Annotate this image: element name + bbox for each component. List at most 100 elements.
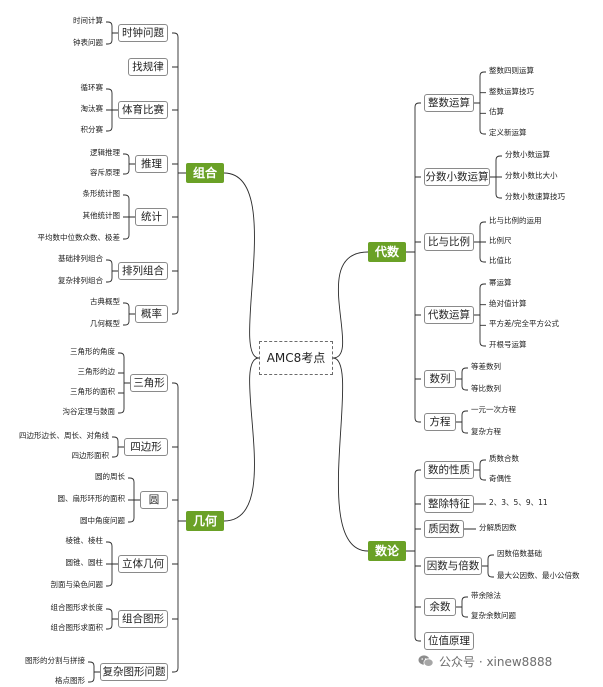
- zuhe-to-center: [223, 172, 260, 359]
- jihe-to-center: [223, 357, 260, 522]
- zuhe-leaf: 平均数中位数众数、极差: [37, 233, 121, 242]
- jihe-leaf: 圆中角度问题: [80, 516, 125, 525]
- jihe-sub-5-leaf-connector: [88, 661, 100, 683]
- daishu-sub-2[interactable]: 比与比例: [424, 233, 474, 251]
- jihe-leaf: 格点图形: [55, 676, 85, 685]
- daishu-leaf: 整数运算技巧: [489, 86, 534, 96]
- watermark-text: 公众号 · xinew8888: [439, 654, 553, 669]
- shulun-leaf: 2、3、5、9、11: [489, 498, 548, 507]
- jihe-sub-0[interactable]: 三角形: [130, 374, 168, 392]
- shulun-to-center: [332, 357, 369, 552]
- daishu-sub-4-leaf-connector: [456, 367, 468, 391]
- jihe-sub-connector: [172, 382, 186, 673]
- daishu-leaf: 分数小数运算: [505, 150, 550, 159]
- zuhe-sub-1[interactable]: 找规律: [128, 58, 168, 76]
- shulun-sub-5[interactable]: 位值原理: [424, 632, 474, 650]
- jihe-leaf: 组合图形求面积: [50, 623, 104, 632]
- daishu-leaf: 分数小数速算技巧: [505, 192, 565, 201]
- shulun-sub-2[interactable]: 质因数: [424, 520, 464, 538]
- daishu-sub-1[interactable]: 分数小数运算: [424, 168, 490, 186]
- jihe-leaf: 棱锥、棱柱: [65, 536, 104, 545]
- daishu-leaf: 比值比: [489, 256, 512, 265]
- zuhe-sub-4[interactable]: 统计: [135, 208, 168, 226]
- jihe-leaf: 圆的周长: [95, 472, 125, 481]
- daishu-sub-3-leaf-connector: [474, 283, 486, 347]
- shulun-sub-0-leaf-connector: [474, 459, 486, 481]
- daishu-leaf: 估算: [489, 107, 504, 117]
- zuhe-sub-3[interactable]: 推理: [135, 155, 168, 173]
- daishu-leaf: 整数四则运算: [489, 66, 534, 75]
- jihe-leaf: 圆、扇形环形的面积: [57, 494, 126, 503]
- daishu-leaf: 分数小数比大小: [505, 171, 558, 180]
- zuhe-leaf: 复杂排列组合: [58, 276, 103, 285]
- shulun-sub-3[interactable]: 因数与倍数: [424, 557, 482, 575]
- zuhe-node[interactable]: 组合: [186, 163, 224, 183]
- zuhe-sub-6-leaf-connector: [123, 302, 135, 326]
- jihe-sub-1-leaf-connector: [112, 436, 124, 458]
- shulun-leaf: 因数倍数基础: [497, 549, 542, 558]
- jihe-node[interactable]: 几何: [186, 511, 224, 531]
- jihe-sub-3-leaf-connector: [106, 541, 118, 587]
- jihe-leaf: 三角形的角度: [70, 347, 115, 356]
- daishu-sub-3[interactable]: 代数运算: [424, 306, 474, 324]
- zuhe-sub-4-leaf-connector: [123, 194, 135, 240]
- shulun-sub-1[interactable]: 整除特征: [424, 495, 474, 513]
- jihe-leaf: 三角形的边: [77, 367, 116, 376]
- jihe-sub-5[interactable]: 复杂图形问题: [100, 663, 168, 681]
- zuhe-leaf: 古典概型: [90, 297, 120, 306]
- daishu-leaf: 定义新运算: [489, 128, 527, 137]
- zuhe-leaf: 逻辑推理: [90, 148, 120, 157]
- shulun-sub-connector: [406, 469, 421, 642]
- jihe-sub-1[interactable]: 四边形: [124, 438, 168, 456]
- daishu-sub-4[interactable]: 数列: [424, 370, 456, 388]
- zuhe-sub-connector: [172, 32, 186, 315]
- daishu-leaf: 比例尺: [489, 236, 512, 245]
- zuhe-sub-2[interactable]: 体育比赛: [118, 101, 168, 119]
- wechat-icon: [418, 654, 434, 668]
- jihe-leaf: 组合图形求长度: [50, 603, 104, 612]
- shulun-leaf: 带余除法: [471, 591, 501, 600]
- daishu-leaf: 开根号运算: [489, 340, 527, 349]
- shulun-leaf: 复杂余数问题: [471, 611, 516, 620]
- zuhe-sub-6[interactable]: 概率: [135, 305, 168, 323]
- center-topic: AMC8考点: [259, 341, 333, 375]
- daishu-sub-5-leaf-connector: [456, 410, 468, 434]
- jihe-sub-2[interactable]: 圆: [140, 491, 168, 509]
- zuhe-leaf: 淘汰赛: [80, 104, 104, 113]
- daishu-sub-0[interactable]: 整数运算: [424, 94, 474, 112]
- jihe-leaf: 圆锥、圆柱: [65, 558, 104, 567]
- zuhe-sub-0-leaf-connector: [106, 21, 118, 45]
- daishu-sub-5[interactable]: 方程: [424, 413, 456, 431]
- zuhe-leaf: 时间计算: [73, 16, 103, 25]
- daishu-leaf: 比与比例的运用: [489, 216, 542, 225]
- zuhe-leaf: 几何概型: [90, 319, 120, 328]
- daishu-leaf: 等差数列: [471, 362, 501, 371]
- shulun-leaf: 奇偶性: [489, 474, 512, 483]
- shulun-leaf: 最大公因数、最小公倍数: [497, 571, 580, 580]
- jihe-sub-3[interactable]: 立体几何: [118, 555, 168, 573]
- daishu-leaf: 绝对值计算: [489, 298, 527, 308]
- daishu-node[interactable]: 代数: [368, 242, 406, 262]
- daishu-sub-2-leaf-connector: [474, 221, 486, 263]
- watermark: 公众号 · xinew8888: [418, 652, 598, 670]
- jihe-leaf: 图形的分割与拼接: [25, 656, 85, 665]
- shulun-sub-4[interactable]: 余数: [424, 598, 456, 616]
- jihe-leaf: 沟谷定理与鼓面: [62, 407, 116, 416]
- zuhe-sub-2-leaf-connector: [106, 88, 118, 132]
- jihe-sub-0-leaf-connector: [118, 352, 130, 414]
- zuhe-sub-3-leaf-connector: [123, 153, 135, 175]
- daishu-leaf: 一元一次方程: [471, 405, 516, 414]
- daishu-to-center: [332, 251, 369, 359]
- zuhe-sub-0[interactable]: 时钟问题: [118, 24, 168, 42]
- shulun-sub-0[interactable]: 数的性质: [424, 461, 474, 479]
- jihe-leaf: 四边形边长、周长、对角线: [19, 431, 109, 440]
- jihe-sub-4[interactable]: 组合图形: [118, 610, 168, 628]
- shulun-node[interactable]: 数论: [368, 541, 406, 561]
- zuhe-sub-5[interactable]: 排列组合: [118, 262, 168, 280]
- shulun-leaf: 质数合数: [489, 454, 519, 463]
- daishu-sub-connector: [406, 102, 421, 423]
- zuhe-leaf: 钟表问题: [73, 38, 103, 47]
- jihe-sub-4-leaf-connector: [106, 608, 118, 630]
